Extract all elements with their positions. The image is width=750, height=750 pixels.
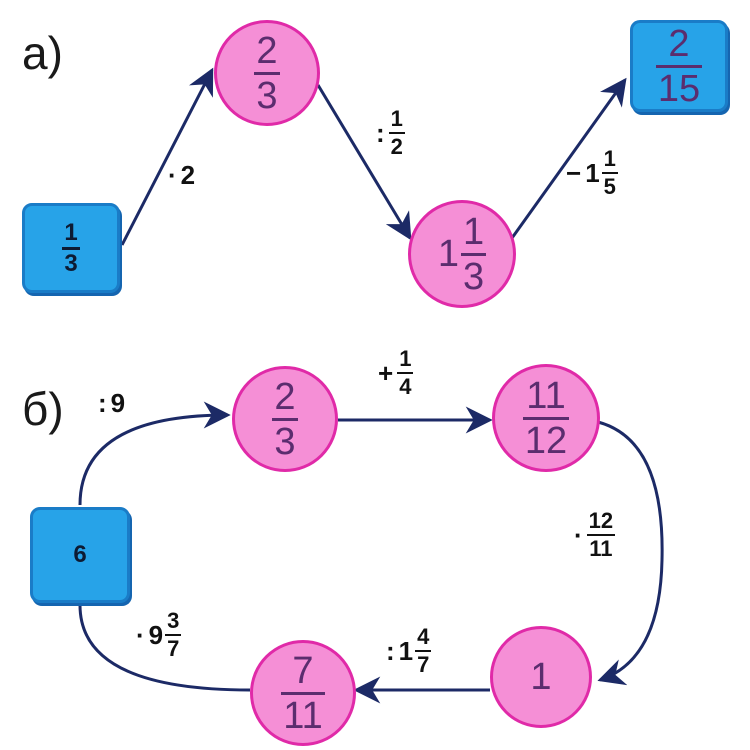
part-b-node-3-value: 1 (530, 655, 552, 698)
arrow-a-3 (510, 77, 627, 239)
part-b-start-value: 6 (73, 541, 87, 568)
arrow-b-3 (597, 420, 664, 686)
part-b-node-3: 1 (490, 626, 592, 728)
part-b-op-1: :9 (98, 388, 126, 418)
arrow-b-5 (78, 604, 251, 692)
part-a-label: а) (22, 27, 63, 79)
part-b-label: б) (22, 383, 64, 435)
arrow-a-1 (120, 67, 214, 246)
part-b-start-box: 6 (30, 507, 130, 603)
arrow-a-2 (316, 84, 412, 241)
arrow-b-1 (78, 401, 231, 506)
part-a-op-1: ·2 (168, 160, 196, 190)
